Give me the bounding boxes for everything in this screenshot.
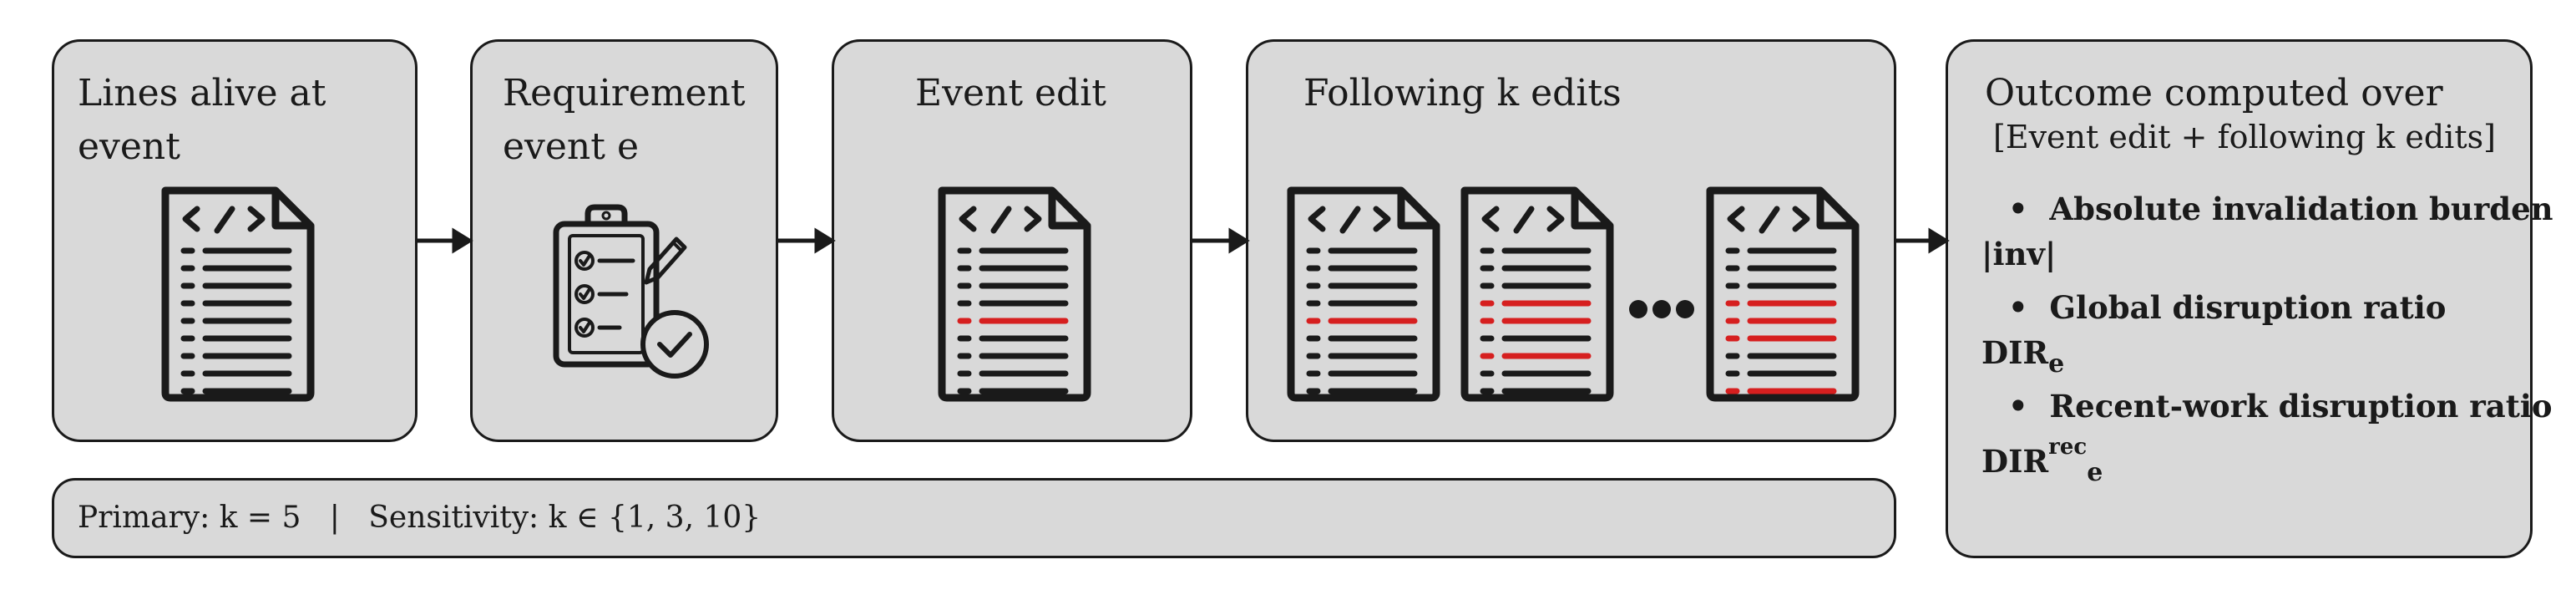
metric-3-label: Recent-work disruption ratio (2049, 388, 2553, 425)
outcome-box: Outcome computed over [Event edit + foll… (1946, 39, 2553, 558)
metric-2-symbol-sub: e (2048, 349, 2065, 379)
metric-2-symbol-text: DIR (1981, 334, 2049, 371)
outcome-title: Outcome computed over (1985, 72, 2443, 114)
metric-3-symbol-text: DIR (1981, 443, 2049, 480)
metric-3-symbol: DIRrece (1981, 435, 2103, 487)
sensitivity-k: Sensitivity: k ∈ {1, 3, 10} (368, 501, 762, 535)
code-document-edited-icon (1460, 186, 1614, 402)
metric-3-symbol-sup: rec (2048, 435, 2088, 460)
code-document-edited-icon (1706, 186, 1860, 402)
metric-1-symbol: |inv| (1981, 236, 2056, 272)
outcome-subtitle: [Event edit + following k edits] (1993, 119, 2496, 155)
code-document-edited-icon (1287, 186, 1440, 402)
ellipsis-icon (1629, 300, 1694, 318)
k-settings-text: Primary: k = 5 | Sensitivity: k ∈ {1, 3,… (78, 501, 761, 535)
code-document-edited-icon (938, 186, 1091, 402)
separator: | (329, 501, 340, 535)
requirement-title-2: event e (503, 125, 639, 168)
metric-2-symbol: DIRe (1981, 334, 2064, 379)
clipboard-checklist-icon (553, 204, 709, 379)
metric-1-symbol-text: |inv| (1981, 236, 2057, 272)
k-settings-box: Primary: k = 5 | Sensitivity: k ∈ {1, 3,… (52, 478, 1896, 558)
metric-3-dot: • (2008, 388, 2028, 425)
requirement-box: Requirement event e (470, 39, 778, 442)
lines-alive-title-2: event (78, 125, 180, 168)
event-edit-title: Event edit (915, 72, 1106, 114)
lines-alive-title-1: Lines alive at (78, 72, 326, 114)
event-edit-box: Event edit (832, 39, 1192, 442)
requirement-title-1: Requirement (503, 72, 746, 114)
metric-2-label: Global disruption ratio (2049, 289, 2447, 326)
code-document-icon (161, 186, 315, 402)
metric-1-dot: • (2008, 191, 2028, 227)
primary-k: Primary: k = 5 (78, 501, 301, 535)
metric-1-label: Absolute invalidation burden (2049, 191, 2553, 227)
following-edits-title: Following k edits (1303, 72, 1622, 114)
metric-1-bullet: • Absolute invalidation burden (2008, 191, 2553, 227)
metric-3-bullet: • Recent-work disruption ratio (2008, 388, 2553, 425)
metric-3-symbol-sub: e (2087, 458, 2103, 487)
metric-2-dot: • (2008, 289, 2028, 326)
metric-2-bullet: • Global disruption ratio (2008, 289, 2446, 326)
